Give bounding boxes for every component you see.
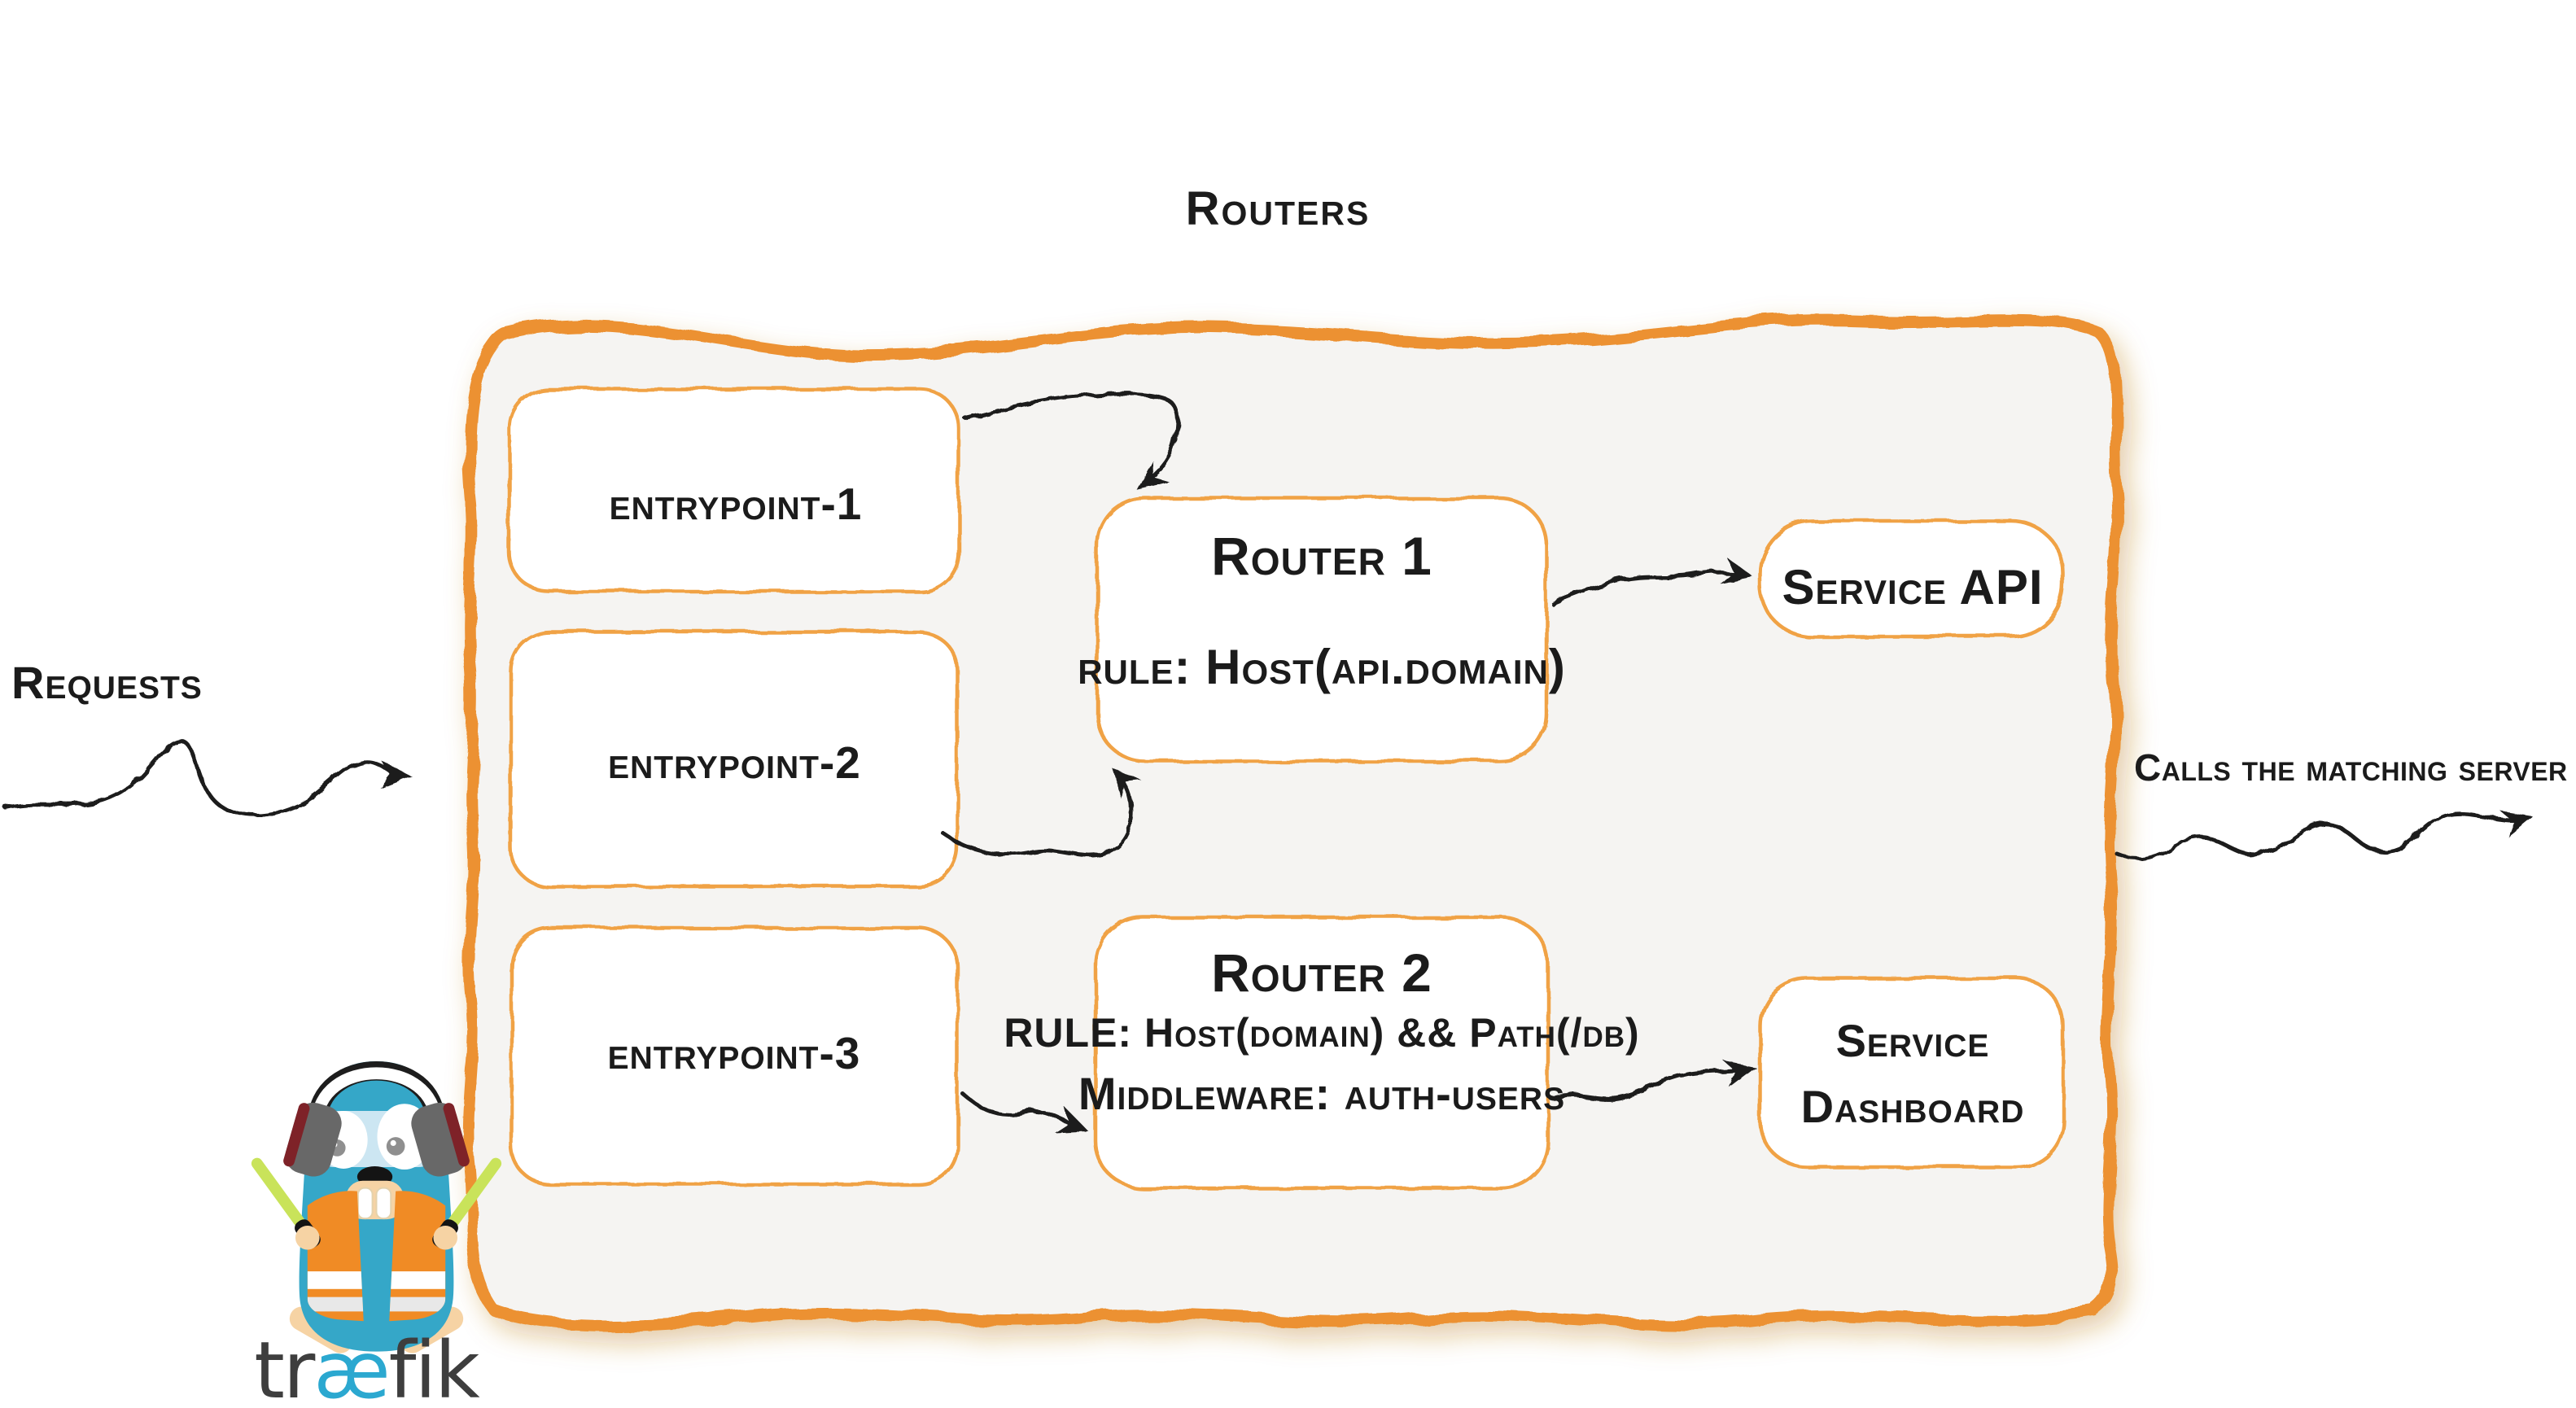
gopher-teeth — [356, 1187, 392, 1220]
requests-arrow — [2, 738, 412, 817]
arrow-entrypoint1-to-router1 — [963, 391, 1180, 490]
wordmark-part-tr: tr — [254, 1325, 315, 1408]
entrypoint-1-box — [507, 387, 961, 594]
entrypoint-3-box — [509, 925, 960, 1187]
gopher-headphones — [283, 1060, 470, 1177]
arrow-entrypoint2-to-router1 — [942, 767, 1143, 858]
gopher-hand-right — [433, 1225, 458, 1250]
service-dashboard-line-2: Dashboard — [1800, 1081, 2025, 1132]
traefik-gopher-mascot — [251, 1060, 502, 1353]
arrow-router2-to-service-dashboard — [1549, 1060, 1756, 1101]
router-1-title: Router 1 — [1211, 526, 1432, 587]
gopher-vest — [307, 1191, 446, 1322]
service-dashboard-label: Service Dashboard — [1762, 1012, 2063, 1135]
router-2-middleware: Middleware: auth-users — [1078, 1067, 1566, 1119]
arrow-entrypoint3-to-router2 — [961, 1092, 1088, 1133]
wordmark-part-ae: æ — [313, 1325, 390, 1408]
entrypoint-1-label: entrypoint-1 — [609, 479, 863, 530]
gopher-hand-left — [295, 1225, 320, 1250]
service-api-label: Service API — [1782, 559, 2044, 614]
requests-label: Requests — [11, 656, 203, 708]
router-2-rule: RULE: Host(domain) && Path(/db) — [1004, 1009, 1640, 1056]
service-api-box — [1757, 518, 2066, 639]
entrypoint-2-label: entrypoint-2 — [608, 737, 861, 789]
output-label: Calls the matching server — [2134, 746, 2568, 789]
service-dashboard-box — [1757, 976, 2066, 1170]
router-2-box — [1093, 915, 1550, 1191]
router-2-title: Router 2 — [1211, 942, 1432, 1004]
wordmark-part-fik: fik — [388, 1325, 480, 1408]
arrow-router1-to-service-api — [1550, 556, 1753, 606]
service-dashboard-line-1: Service — [1835, 1014, 1990, 1066]
entrypoint-2-box — [508, 629, 960, 889]
router-1-box — [1095, 496, 1549, 763]
traefik-wordmark: tr æ fik — [236, 1325, 496, 1408]
diagram-title: Routers — [1185, 181, 1371, 235]
router-1-rule: rule: Host(api.domain) — [1078, 639, 1566, 694]
entrypoint-3-label: entrypoint-3 — [607, 1028, 861, 1079]
output-arrow — [2115, 811, 2534, 861]
